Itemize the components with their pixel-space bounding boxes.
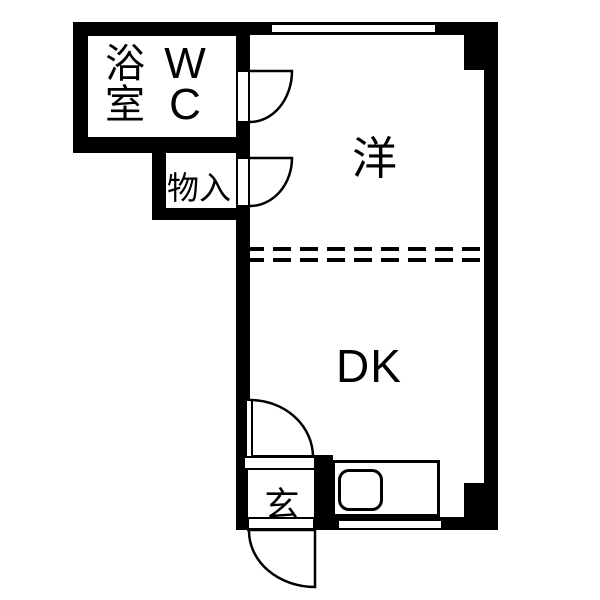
wc-label-line2: C [169,80,201,129]
bottom-window-icon [337,519,443,530]
bathroom-interior [88,36,236,137]
wc-label-line1: W [164,39,206,88]
wall-right [484,22,498,530]
storage-interior [166,153,236,208]
pillar-bottom-right [464,483,498,517]
dk-door-leaf [245,399,253,458]
wc-label: W C [163,39,207,129]
storage-label: 物入 [166,170,231,206]
bathroom-label: 浴 室 [101,44,149,126]
pillar-top-right [464,35,498,70]
western-room-label: 洋 [352,133,398,184]
wc-door-swing-icon [249,69,294,124]
dk-door-swing-icon [249,398,315,458]
storage-door-opening [236,157,250,207]
top-window-icon [270,23,437,34]
wc-door-opening [236,70,250,123]
storage-door-swing-icon [249,156,294,208]
kitchen-sink-icon [338,469,383,511]
entrance-interior [248,470,314,517]
dining-kitchen-label: DK [336,340,402,392]
bathroom-label-line1: 浴 [105,42,145,86]
entrance-doorway [243,456,316,470]
entrance-label: 玄 [264,486,300,525]
bathroom-label-line2: 室 [105,83,145,127]
entry-door-swing-icon [247,528,317,589]
